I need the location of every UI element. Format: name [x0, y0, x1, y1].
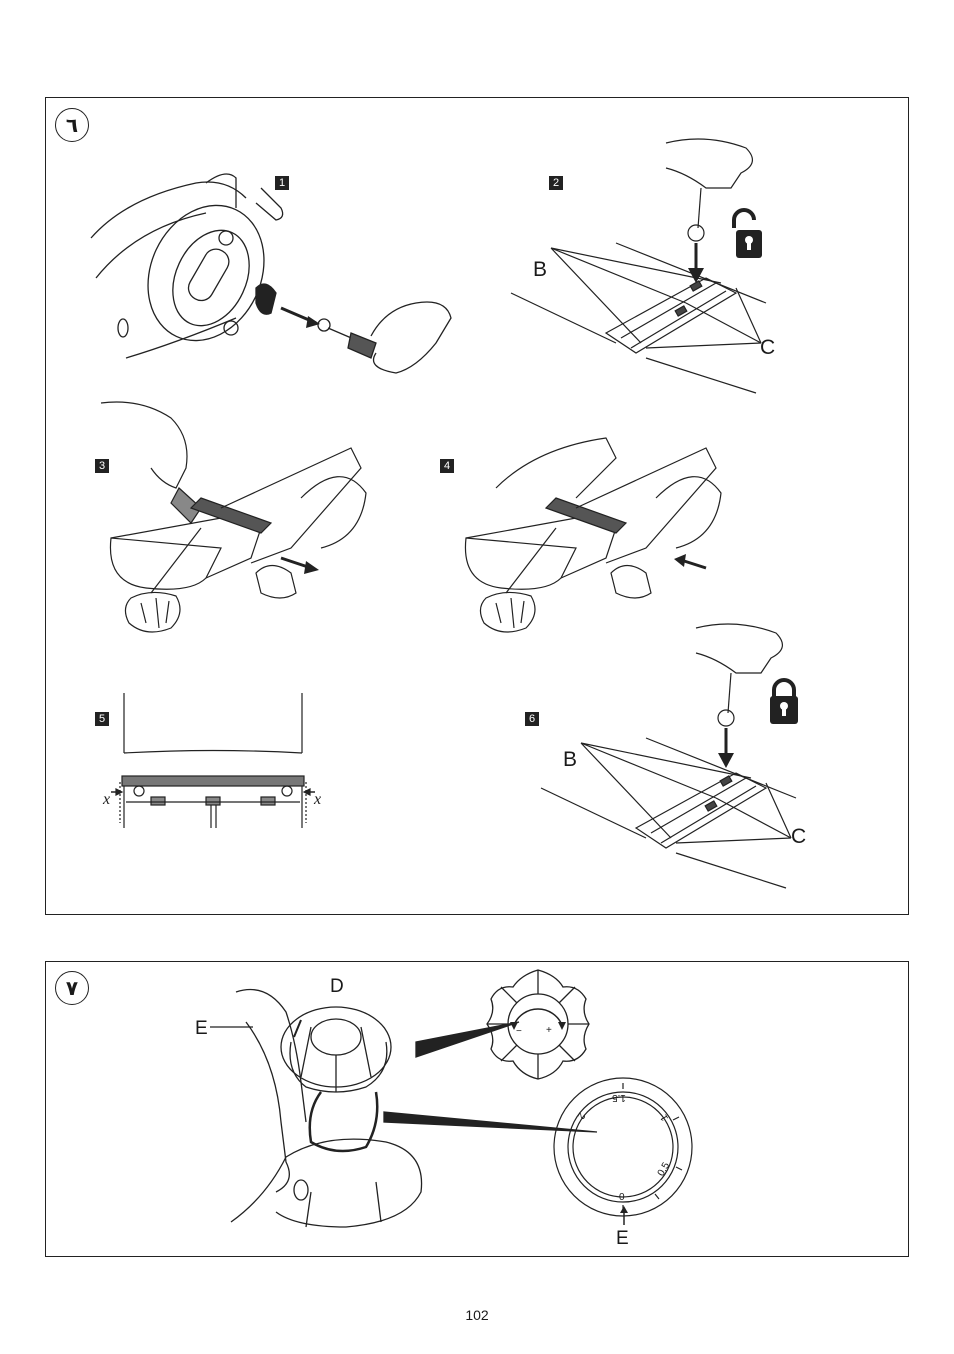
callout-b-step-6: B: [563, 748, 577, 772]
knob-plus-label: +: [546, 1025, 552, 1036]
callout-x-left: x: [103, 791, 110, 809]
figure-7-panel: ٧ D E − + 0 0.5 1 1.5 2: [45, 961, 909, 1257]
step-4-label: 4: [440, 459, 454, 473]
callout-d: D: [330, 976, 344, 998]
callout-x-right: x: [314, 791, 321, 809]
knob-minus-label: −: [516, 1026, 522, 1037]
scale-label-1-5: 1.5: [612, 1092, 626, 1103]
page-number: 102: [0, 1307, 954, 1323]
callout-c-step-6: C: [791, 825, 806, 849]
locked-padlock-icon: [766, 678, 802, 726]
knob-top-view: [481, 967, 596, 1082]
figure-6-number: ٦: [55, 108, 89, 142]
callout-e-scale: E: [616, 1228, 629, 1250]
scale-pointer-arrow: [616, 1205, 632, 1227]
step-1-illustration: [86, 168, 436, 388]
callout-b-step-2: B: [533, 258, 547, 282]
callout-e-knob: E: [195, 1018, 208, 1040]
figure-7-number: ٧: [55, 971, 89, 1005]
callout-e-leader: [208, 1017, 258, 1037]
step-3-illustration: [101, 398, 361, 658]
step-5-illustration: [106, 688, 386, 833]
callout-c-step-2: C: [760, 336, 775, 360]
unlocked-padlock-icon: [730, 208, 766, 260]
step-6-illustration: [536, 618, 816, 898]
figure-6-panel: ٦ 1 2 3 4 5 6: [45, 97, 909, 915]
scale-label-0: 0: [619, 1192, 625, 1203]
step-2-illustration: [506, 133, 786, 403]
